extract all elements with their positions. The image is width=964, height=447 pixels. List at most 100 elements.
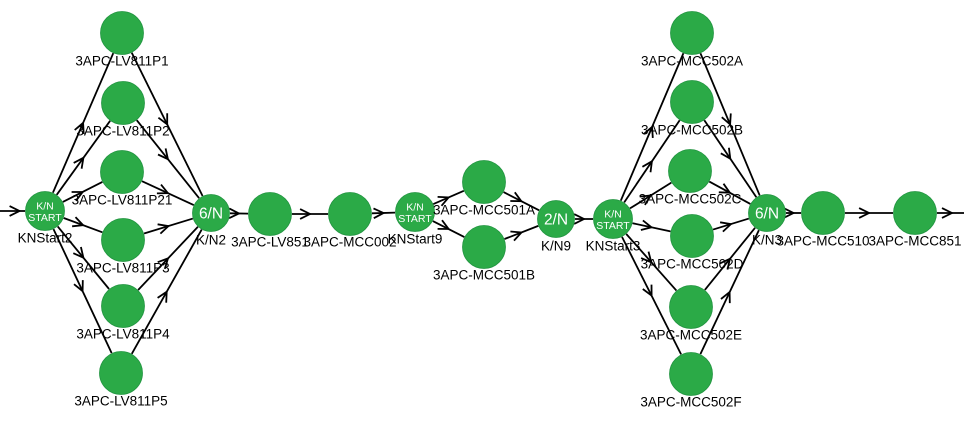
edge-knstart3-to-mcc502f — [621, 236, 682, 355]
node-inner-text: START — [596, 220, 630, 232]
node-lv851[interactable] — [248, 192, 292, 236]
arrowhead-icon — [720, 290, 731, 304]
edge-lv851-to-mcc002 — [292, 208, 328, 220]
arrowhead-icon — [641, 159, 654, 173]
arrowhead-icon — [373, 207, 386, 219]
node-label-mcc501a: 3APC-MCC501A — [433, 203, 535, 218]
node-mcc502d[interactable] — [670, 214, 714, 258]
node-label-mcc851: 3APC-MCC851 — [868, 234, 961, 249]
node-inner-text: K/N — [36, 201, 54, 213]
node-label-mcc502b: 3APC-MCC502B — [641, 123, 743, 138]
arrowhead-icon — [721, 113, 732, 127]
node-inner-text: 6/N — [199, 206, 223, 223]
node-mcc501a[interactable] — [462, 160, 506, 204]
node-kn2[interactable] — [192, 194, 230, 232]
node-group-mcc851: 3APC-MCC851 — [868, 191, 962, 249]
node-label-lv851: 3APC-LV851 — [231, 235, 309, 250]
edge-knstart2-to-lv811p1 — [52, 52, 115, 194]
arrowhead-icon — [642, 284, 653, 298]
node-mcc502e[interactable] — [669, 285, 713, 329]
node-group-kn2: 6/N K/N2 — [192, 194, 230, 248]
node-label-mcc510: 3APC-MCC510 — [776, 234, 869, 249]
node-mcc502a[interactable] — [670, 11, 714, 55]
edge-knstart3-to-mcc502a — [619, 52, 685, 201]
arrowhead-icon — [639, 194, 653, 206]
node-knstart2[interactable] — [25, 191, 65, 231]
arrowhead-icon — [156, 184, 170, 195]
node-mcc502c[interactable] — [668, 149, 712, 193]
edge-kn2-to-lv851 — [228, 207, 249, 220]
node-lv811p5[interactable] — [99, 351, 143, 395]
arrowhead-icon — [73, 280, 84, 293]
node-group-mcc502f: 3APC-MCC502F — [640, 352, 742, 410]
node-inner-text: K/N — [406, 202, 424, 214]
arrowhead-icon — [941, 207, 954, 219]
edge-mcc851-to-exit — [937, 207, 964, 219]
node-group-mcc002: 3APC-MCC002 — [303, 192, 397, 250]
node-label-mcc502d: 3APC-MCC502D — [641, 257, 744, 272]
node-inner-text: START — [28, 212, 62, 224]
node-label-lv811p2: 3APC-LV811P2 — [76, 124, 169, 139]
node-layer: K/NSTARTKNStart23APC-LV811P13APC-LV811P2… — [18, 11, 962, 410]
arrowhead-icon — [858, 207, 872, 219]
node-lv811p3[interactable] — [101, 218, 145, 262]
node-label-lv811p4: 3APC-LV811P4 — [76, 327, 170, 342]
node-label-mcc502a: 3APC-MCC502A — [641, 54, 743, 69]
arrowhead-icon — [640, 251, 653, 264]
node-label-lv811p21: 3APC-LV811P21 — [72, 193, 173, 208]
arrowhead-icon — [157, 256, 170, 270]
edge-lv811p2-to-kn2 — [136, 119, 200, 199]
node-mcc501b[interactable] — [462, 225, 506, 269]
node-label-mcc502e: 3APC-MCC502E — [640, 328, 742, 343]
node-label-kn3: K/N3 — [752, 233, 782, 248]
node-group-kn9: 2/NK/N9 — [537, 200, 575, 254]
node-label-lv811p3: 3APC-LV811P3 — [76, 261, 169, 276]
arrowhead-icon — [573, 213, 587, 225]
node-group-mcc502a: 3APC-MCC502A — [641, 11, 743, 69]
edge-kn9-to-knstart3 — [573, 213, 593, 225]
node-group-mcc502b: 3APC-MCC502B — [641, 80, 743, 138]
node-group-mcc502c: 3APC-MCC502C — [639, 149, 742, 207]
node-group-lv811p2: 3APC-LV811P2 — [76, 81, 170, 139]
arrowhead-icon — [157, 148, 170, 161]
arrowhead-icon — [157, 223, 171, 235]
node-mcc502b[interactable] — [670, 80, 714, 124]
node-label-knstart2: KNStart2 — [18, 231, 73, 246]
node-mcc002[interactable] — [328, 192, 372, 236]
arrowhead-icon — [437, 196, 451, 207]
node-label-kn2: K/N2 — [196, 233, 226, 248]
node-label-lv811p5: 3APC-LV811P5 — [74, 394, 167, 409]
arrowhead-icon — [72, 216, 86, 228]
node-kn9[interactable] — [537, 200, 575, 238]
node-lv811p21[interactable] — [100, 150, 144, 194]
node-kn3[interactable] — [748, 194, 786, 232]
edge-mcc510-to-mcc851 — [845, 207, 893, 219]
node-mcc502f[interactable] — [669, 352, 713, 396]
arrowhead-icon — [643, 125, 654, 138]
node-label-mcc002: 3APC-MCC002 — [303, 235, 396, 250]
node-lv811p2[interactable] — [101, 81, 145, 125]
arrowhead-icon — [74, 121, 85, 134]
edge-lv811p21-to-kn2 — [141, 180, 195, 206]
node-group-lv811p1: 3APC-LV811P1 — [75, 11, 169, 69]
node-lv811p4[interactable] — [101, 284, 145, 328]
node-knstart9[interactable] — [395, 192, 435, 232]
edge-mcc501b-to-kn9 — [504, 225, 539, 242]
edge-knstart2-to-lv811p21 — [62, 181, 103, 203]
node-mcc851[interactable] — [893, 191, 937, 235]
arrowhead-icon — [228, 207, 242, 220]
edge-knstart3-to-mcc502c — [629, 181, 672, 210]
arrowhead-icon — [510, 230, 524, 242]
node-group-lv811p3: 3APC-LV811P3 — [76, 218, 170, 276]
edge-kn3-to-mcc510 — [783, 207, 801, 219]
node-knstart3[interactable] — [593, 199, 633, 239]
arrowhead-icon — [640, 219, 654, 231]
arrowhead-icon — [718, 183, 732, 194]
node-mcc510[interactable] — [801, 191, 845, 235]
arrowhead-icon — [71, 191, 85, 202]
node-lv811p1[interactable] — [100, 11, 144, 55]
edge-mcc502b-to-kn3 — [703, 119, 758, 198]
